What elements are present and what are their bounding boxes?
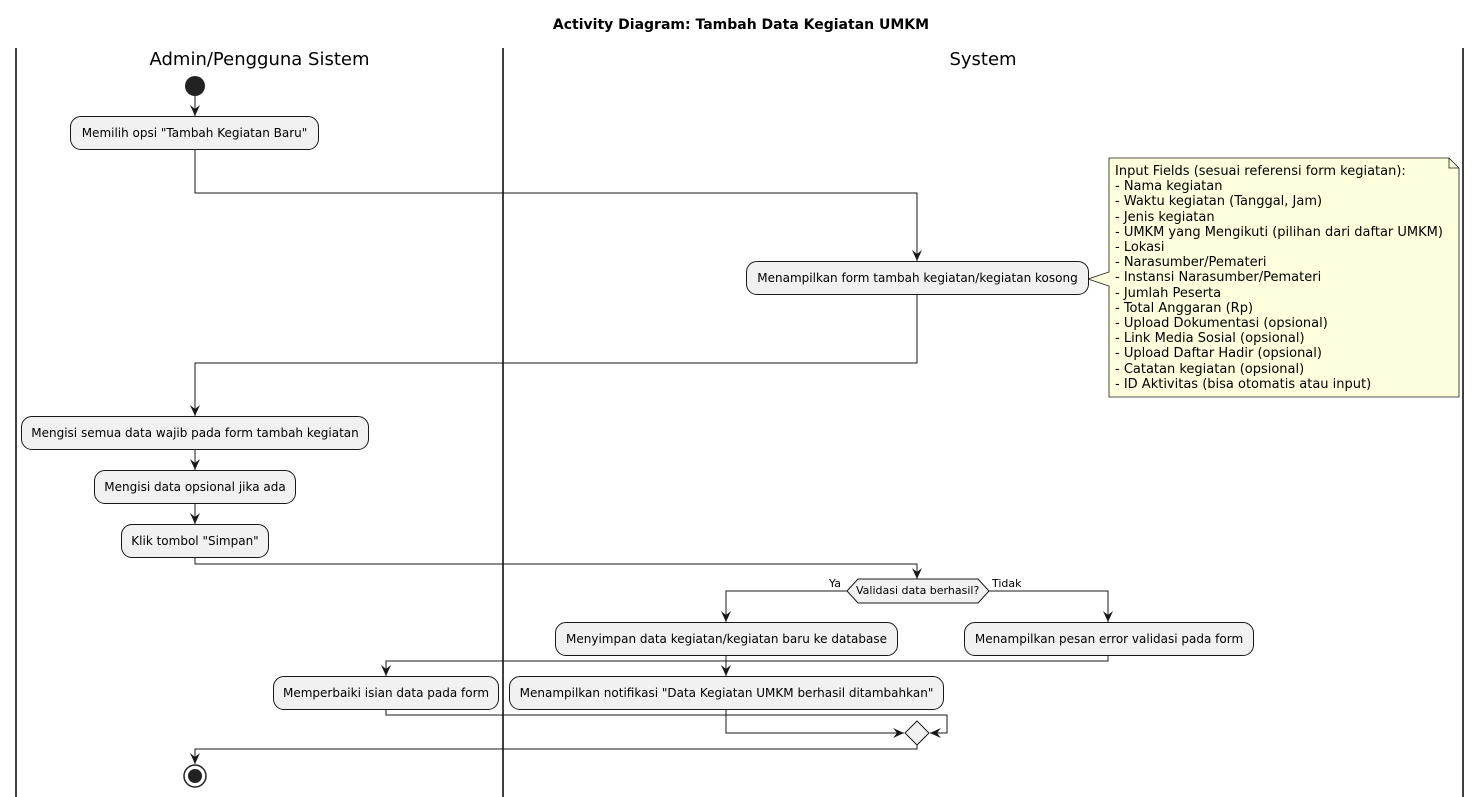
note-line: - Catatan kegiatan (opsional) <box>1115 361 1305 377</box>
activity-notifikasi: Menampilkan notifikasi "Data Kegiatan UM… <box>509 676 944 710</box>
activity-tampil-form: Menampilkan form tambah kegiatan/kegiata… <box>746 261 1089 295</box>
start-node <box>185 76 205 96</box>
note-fold <box>1448 158 1459 169</box>
note-line: - Jumlah Peserta <box>1115 285 1222 301</box>
flow-error-to-perbaiki <box>381 656 1109 676</box>
note-line: - ID Aktivitas (bisa otomatis atau input… <box>1115 376 1372 392</box>
activity-pilih-opsi: Memilih opsi "Tambah Kegiatan Baru" <box>70 116 319 150</box>
note-line: - Narasumber/Pemateri <box>1115 255 1267 271</box>
note-line: - Lokasi <box>1115 240 1165 256</box>
decision-diamond <box>846 578 990 604</box>
activity-tampil-error: Menampilkan pesan error validasi pada fo… <box>964 622 1254 656</box>
note-text: Input Fields (sesuai referensi form kegi… <box>1115 164 1443 392</box>
note-line: - Nama kegiatan <box>1115 179 1223 195</box>
flow-klik-simpan-to-decision <box>194 558 922 579</box>
decision-label: Validasi data berhasil? <box>856 584 980 597</box>
note-line: - Upload Daftar Hadir (opsional) <box>1115 346 1322 362</box>
flow-decision-no <box>989 590 1113 622</box>
note-line: - Waktu kegiatan (Tanggal, Jam) <box>1115 194 1323 210</box>
note-line: - Upload Dokumentasi (opsional) <box>1115 316 1328 332</box>
note-line: - Instansi Narasumber/Pemateri <box>1115 270 1322 286</box>
note-line: - Jenis kegiatan <box>1115 209 1215 225</box>
decision-yes-label: Ya <box>829 577 841 590</box>
end-node-inner <box>188 769 202 783</box>
flow-notifikasi-to-merge <box>725 710 904 738</box>
note-line: - UMKM yang Mengikuti (pilihan dari daft… <box>1115 224 1443 240</box>
note-box <box>1086 157 1460 398</box>
diagram-title: Activity Diagram: Tambah Data Kegiatan U… <box>552 17 930 33</box>
activity-isi-wajib: Mengisi semua data wajib pada form tamba… <box>21 416 369 450</box>
note-line: - Link Media Sosial (opsional) <box>1115 331 1305 347</box>
activity-isi-opsional: Mengisi data opsional jika ada <box>94 470 296 504</box>
lane-title-admin: Admin/Pengguna Sistem <box>149 49 370 70</box>
note-line: - Total Anggaran (Rp) <box>1115 300 1254 316</box>
merge-diamond <box>904 720 930 746</box>
flow-merge-to-end <box>190 745 918 764</box>
activity-perbaiki: Memperbaiki isian data pada form <box>273 676 499 710</box>
flow-decision-yes <box>721 590 847 622</box>
flow-tampil-form-to-isi-wajib <box>190 295 918 416</box>
activity-simpan-db: Menyimpan data kegiatan/kegiatan baru ke… <box>555 622 898 656</box>
flow-perbaiki-to-merge <box>385 710 948 738</box>
flow-pilih-to-tampil-form <box>194 150 922 261</box>
lane-title-system: System <box>949 49 1017 70</box>
decision-no-label: Tidak <box>992 577 1022 590</box>
activity-klik-simpan: Klik tombol "Simpan" <box>121 524 269 558</box>
note-line: Input Fields (sesuai referensi form kegi… <box>1115 164 1406 179</box>
